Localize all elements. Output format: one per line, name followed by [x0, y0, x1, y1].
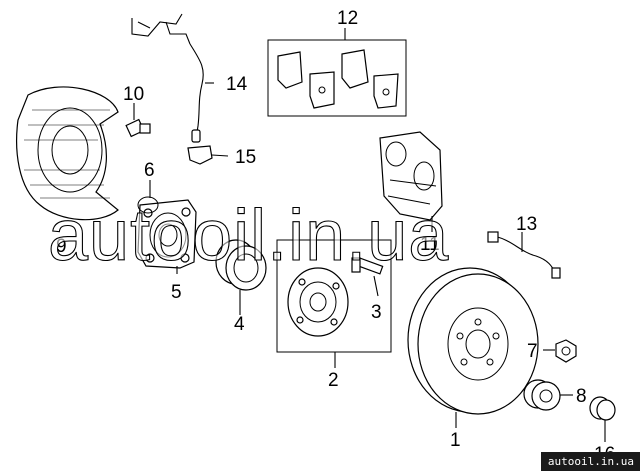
sensor-13: [487, 231, 561, 279]
callout-13: 13: [516, 214, 537, 235]
footer-badge[interactable]: autooil.in.ua: [540, 452, 640, 471]
abs-sensor-wire: [131, 13, 204, 143]
callout-14: 14: [226, 74, 248, 95]
nut-16: [589, 396, 616, 421]
callout-10: 10: [123, 84, 144, 105]
callout-4: 4: [234, 314, 245, 335]
watermark-text: autooil.in.ua: [48, 196, 449, 276]
callout-6: 6: [144, 160, 155, 181]
callout-11: 11: [420, 234, 440, 255]
nut-7: [555, 339, 577, 363]
hub-box-2: [276, 239, 392, 353]
stud-3: [351, 257, 384, 275]
caliper-11: [379, 131, 443, 221]
cap-8: [523, 379, 561, 411]
callout-15: 15: [235, 147, 256, 168]
brake-pads-box-12: [267, 39, 407, 117]
brake-disc-1: [407, 267, 539, 415]
leader-lines: [133, 28, 606, 442]
clip-15: [187, 145, 213, 165]
callout-1: 1: [450, 430, 461, 451]
callout-3: 3: [371, 302, 382, 323]
callout-9: 9: [56, 236, 67, 257]
callout-12: 12: [337, 8, 358, 29]
callout-7: 7: [527, 341, 538, 362]
callout-8: 8: [576, 386, 587, 407]
knuckle-hub: [137, 199, 197, 269]
bolt-10: [125, 118, 151, 138]
snap-ring-6: [137, 196, 159, 214]
callout-5: 5: [171, 282, 182, 303]
dust-shield: [16, 86, 119, 221]
callout-2: 2: [328, 370, 339, 391]
bearing-4: [215, 239, 267, 291]
